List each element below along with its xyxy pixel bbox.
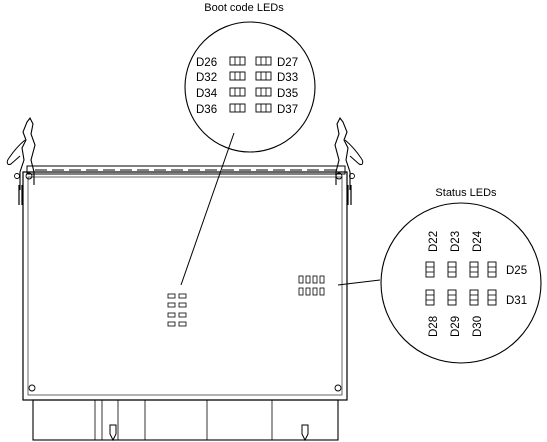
boot-led-label: D27	[277, 57, 298, 69]
boot-code-title: Boot code LEDs	[204, 2, 284, 14]
boot-led-label: D36	[196, 104, 217, 116]
status-led-symbol	[487, 261, 497, 278]
status-led-label: D31	[506, 295, 527, 307]
left-ejector-handle	[6, 116, 36, 205]
status-led-label: D25	[506, 265, 527, 277]
boot-led-symbol	[229, 56, 246, 66]
status-led-symbol	[487, 289, 497, 306]
status-callout: Status LEDs D22 D23 D24 D25	[380, 187, 542, 364]
boot-leader-line	[180, 132, 235, 286]
right-ejector-handle	[334, 116, 364, 205]
circuit-board	[6, 116, 364, 442]
status-led-label: D22	[428, 231, 440, 252]
status-led-cluster	[298, 275, 325, 296]
boot-led-label: D37	[277, 104, 298, 116]
status-led-symbol	[469, 261, 479, 278]
boot-led-symbol	[255, 56, 272, 66]
status-led-symbol	[469, 289, 479, 306]
status-led-label: D23	[450, 231, 462, 252]
boot-led-symbol	[255, 71, 272, 81]
status-led-label: D29	[450, 316, 462, 337]
boot-led-symbol	[229, 71, 246, 81]
status-led-symbol	[425, 289, 435, 306]
boot-led-label: D32	[196, 72, 217, 84]
boot-led-symbol	[229, 87, 246, 97]
boot-led-symbol	[255, 87, 272, 97]
status-led-label: D28	[428, 316, 440, 337]
status-led-symbol	[425, 261, 435, 278]
board-connector	[32, 399, 339, 442]
boot-code-callout: Boot code LEDs D26 D27 D32 D33 D3	[184, 2, 316, 153]
boot-led-label: D33	[277, 72, 298, 84]
boot-led-cluster	[167, 293, 187, 327]
status-led-symbol	[447, 289, 457, 306]
boot-led-label: D26	[196, 57, 217, 69]
status-title: Status LEDs	[435, 187, 497, 199]
status-led-label: D30	[472, 316, 484, 337]
boot-led-symbol	[255, 103, 272, 113]
boot-led-label: D35	[277, 88, 298, 100]
status-leader-line	[337, 279, 381, 286]
status-led-label: D24	[472, 230, 484, 252]
boot-led-label: D34	[196, 88, 218, 100]
boot-led-symbol	[229, 103, 246, 113]
status-led-symbol	[447, 261, 457, 278]
